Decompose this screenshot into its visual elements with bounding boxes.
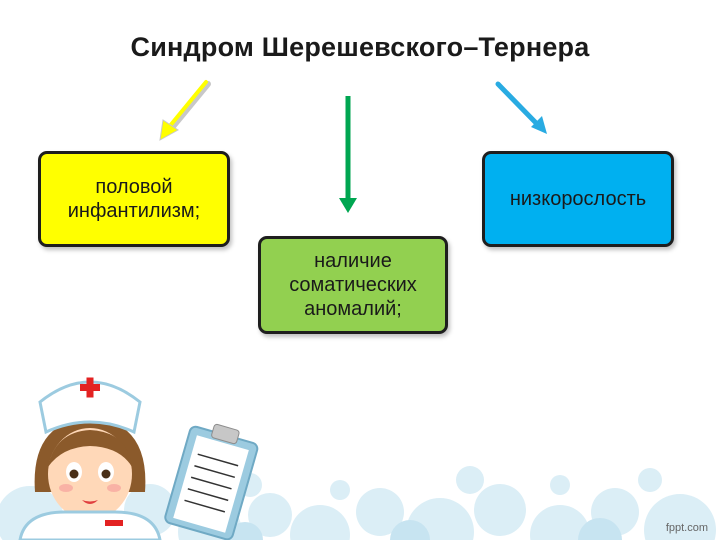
box-sexual-infantilism-text: половой инфантилизм;	[67, 176, 201, 222]
box-sexual-infantilism: половой инфантилизм;	[38, 151, 230, 247]
box-somatic-anomalies: наличие соматических аномалий;	[258, 236, 448, 334]
box-short-stature-text: низкорослость	[509, 188, 647, 210]
slide-title: Синдром Шерешевского–Тернера	[130, 32, 590, 62]
clipboard-icon	[164, 423, 259, 540]
box-short-stature: низкорослость	[482, 151, 674, 247]
nurse-icon	[18, 377, 162, 540]
footer-brand: fppt.com	[665, 522, 708, 534]
box-somatic-anomalies-text: наличие соматических аномалий;	[289, 250, 417, 320]
